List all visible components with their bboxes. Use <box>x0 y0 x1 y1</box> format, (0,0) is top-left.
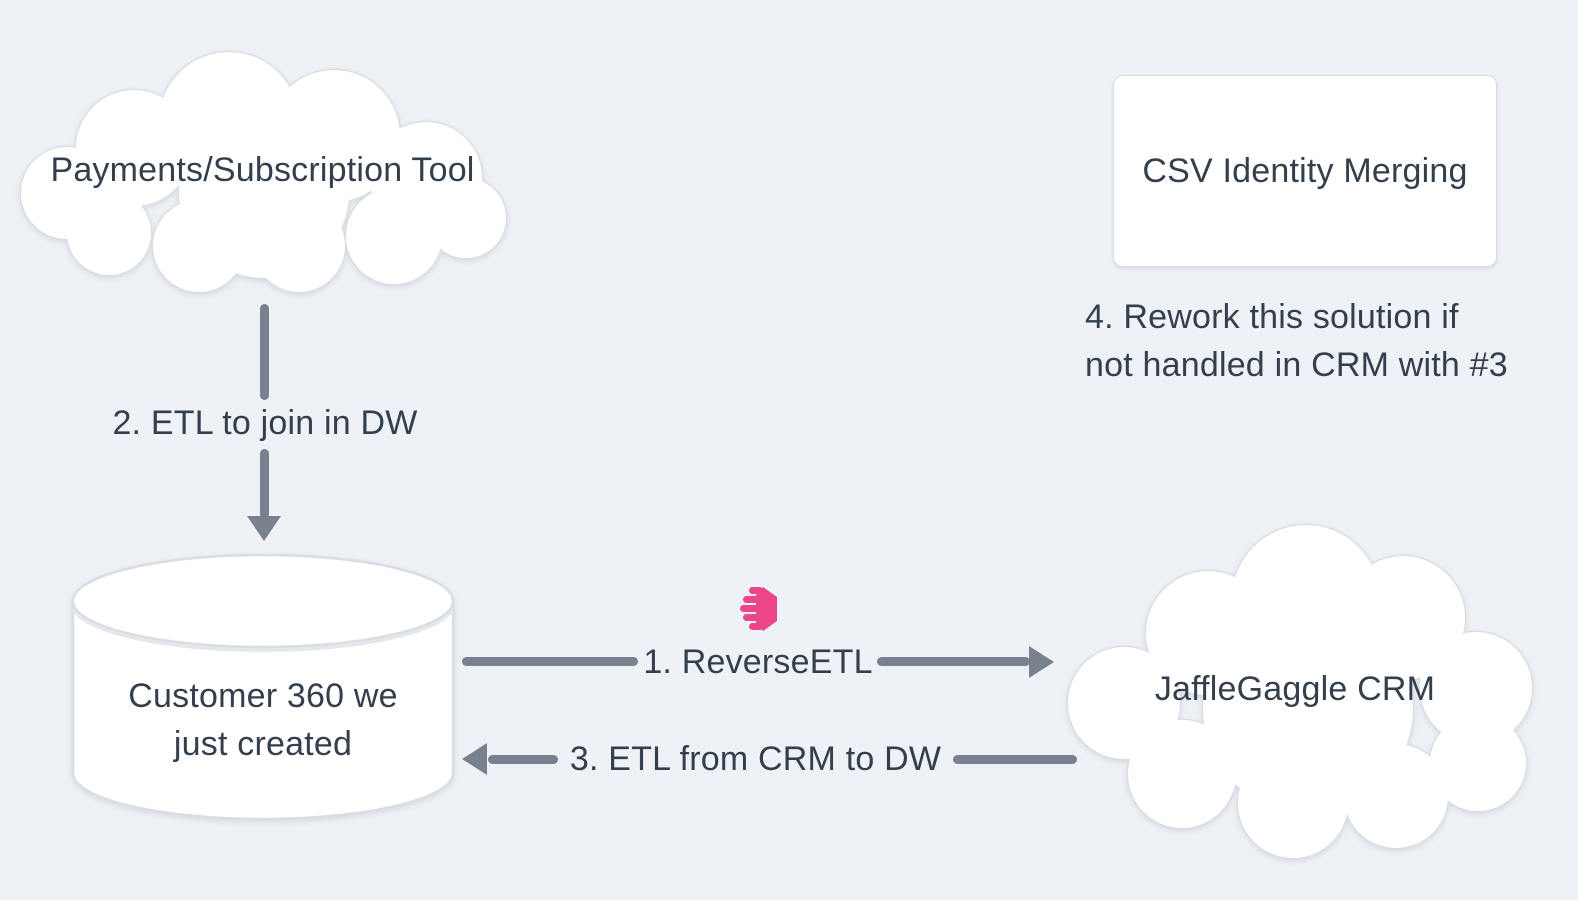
edge-etl-join-label: 2. ETL to join in DW <box>112 403 418 442</box>
hightouch-logo-icon <box>740 587 777 631</box>
edge-reverseetl-line-right <box>877 657 1030 666</box>
csv-identity-merging-box: CSV Identity Merging <box>1113 75 1497 267</box>
edge-etlfromcrm-line-right <box>953 755 1077 764</box>
edge-etl-join-line-top <box>260 304 269 400</box>
rework-note-line1: 4. Rework this solution if <box>1085 298 1459 336</box>
rework-note: 4. Rework this solution if not handled i… <box>1085 293 1525 389</box>
edge-etlfromcrm-label: 3. ETL from CRM to DW <box>569 739 942 778</box>
edge-reverseetl-label: 1. ReverseETL <box>643 642 873 681</box>
edge-reverseetl-line-left <box>462 657 638 666</box>
payments-cloud-shape <box>19 50 508 294</box>
arrowhead-down-icon <box>247 516 281 541</box>
csv-identity-merging-label: CSV Identity Merging <box>1142 151 1468 190</box>
rework-note-line2: not handled in CRM with #3 <box>1085 346 1508 384</box>
edge-etl-join-line-bottom <box>260 449 269 519</box>
customer360-cylinder-shape <box>71 553 455 821</box>
arrowhead-left-icon <box>462 743 487 775</box>
edge-etlfromcrm-line-left <box>488 755 558 764</box>
arrowhead-right-icon <box>1029 646 1054 678</box>
jafflegaggle-cloud-shape <box>1066 523 1534 860</box>
